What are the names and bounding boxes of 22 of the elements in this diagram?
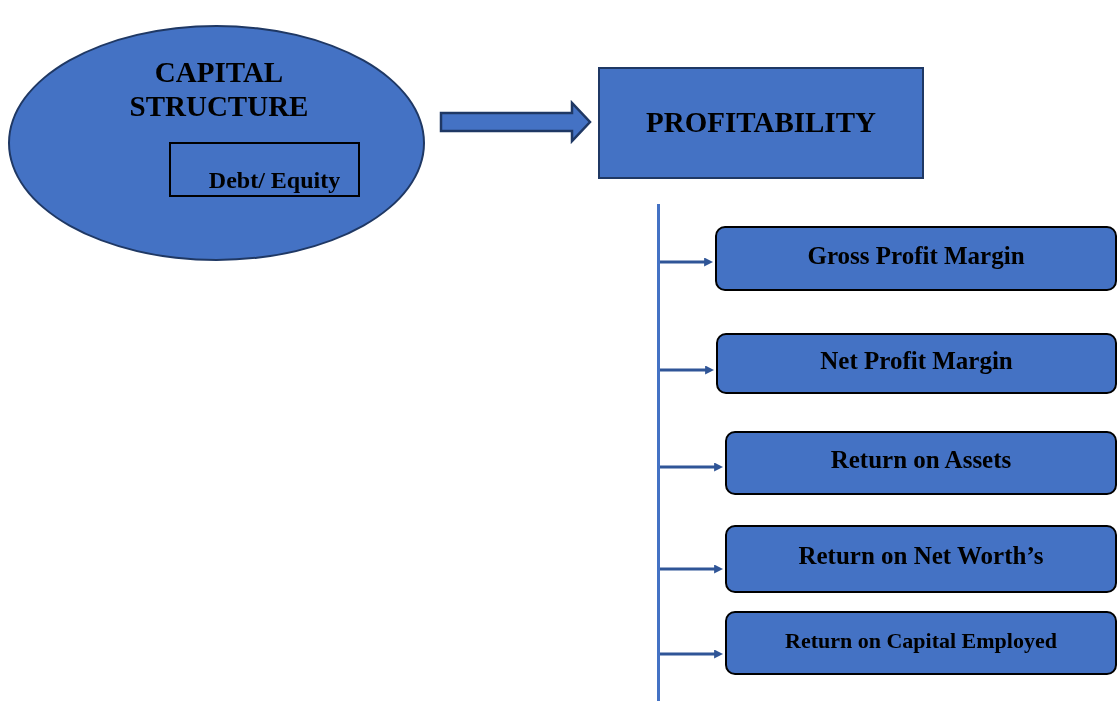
node-label: Net Profit Margin [820, 345, 1013, 376]
vertical-line [657, 204, 660, 701]
arrow [660, 365, 715, 375]
rounded-box [725, 611, 1117, 675]
node-label: Return on Net Worth’s [798, 541, 1044, 572]
arrow [660, 649, 724, 659]
process-box [598, 67, 924, 179]
arrow [660, 257, 714, 267]
node-label: Debt/ Equity [208, 166, 341, 194]
rounded-box [715, 226, 1117, 291]
node-label: CAPITAL STRUCTURE [128, 55, 310, 123]
node-label: Gross Profit Margin [807, 240, 1025, 271]
node-label: Return on Assets [830, 445, 1012, 476]
arrow [660, 462, 724, 472]
node-label: Return on Capital Employed [785, 626, 1057, 655]
inner-box [169, 142, 360, 197]
node-label: PROFITABILITY [646, 105, 876, 141]
block-arrow [439, 99, 592, 145]
arrow [660, 564, 724, 574]
rounded-box [725, 525, 1117, 593]
rounded-box [725, 431, 1117, 495]
rounded-box [716, 333, 1117, 394]
